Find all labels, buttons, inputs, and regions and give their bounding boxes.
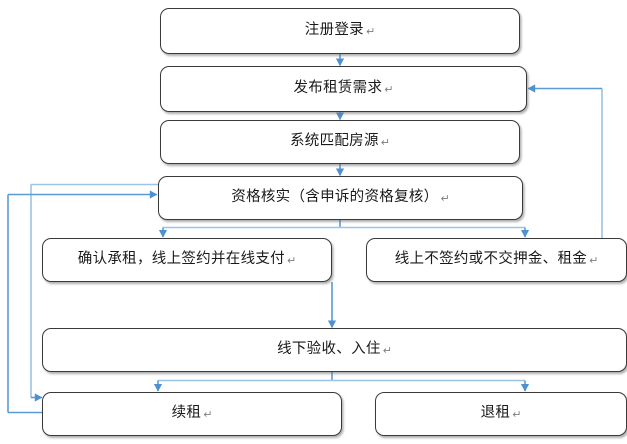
node-label-terminate-lease: 退租 — [480, 405, 511, 422]
node-qualification-check[interactable]: 资格核实（含申诉的资格复核）↵ — [158, 176, 523, 220]
node-no-sign-no-deposit[interactable]: 线上不签约或不交押金、租金↵ — [366, 238, 627, 282]
connector-renew-outer-loop — [7, 190, 158, 414]
node-label-qualification-check: 资格核实（含申诉的资格复核） — [231, 189, 439, 206]
node-renew-lease[interactable]: 续租↵ — [42, 392, 342, 436]
node-system-match[interactable]: 系统匹配房源↵ — [160, 120, 520, 164]
pilcrow-icon: ↵ — [512, 408, 522, 421]
node-label-no-sign-no-deposit: 线上不签约或不交押金、租金 — [394, 251, 588, 268]
pilcrow-icon: ↵ — [384, 83, 394, 96]
node-publish-demand[interactable]: 发布租赁需求↵ — [160, 66, 527, 112]
pilcrow-icon: ↵ — [589, 254, 599, 267]
pilcrow-icon: ↵ — [203, 408, 213, 421]
pilcrow-icon: ↵ — [440, 192, 450, 205]
node-label-offline-inspection: 线下验收、入住 — [277, 341, 381, 358]
node-confirm-rent[interactable]: 确认承租，线上签约并在线支付↵ — [42, 238, 332, 282]
node-label-renew-lease: 续租 — [171, 405, 202, 422]
node-terminate-lease[interactable]: 退租↵ — [375, 392, 627, 436]
node-label-register-login: 注册登录 — [304, 22, 364, 39]
pilcrow-icon: ↵ — [286, 254, 297, 267]
connector-qualification-split — [158, 220, 530, 238]
connector-inspection-split — [153, 372, 530, 392]
node-register-login[interactable]: 注册登录↵ — [160, 8, 520, 54]
node-label-confirm-rent: 确认承租，线上签约并在线支付 — [77, 251, 285, 268]
node-label-publish-demand: 发布租赁需求 — [293, 80, 383, 97]
node-offline-inspection[interactable]: 线下验收、入住↵ — [42, 328, 627, 372]
node-label-system-match: 系统匹配房源 — [289, 133, 379, 150]
pilcrow-icon: ↵ — [365, 25, 376, 38]
pilcrow-icon: ↵ — [380, 136, 391, 149]
pilcrow-icon: ↵ — [382, 344, 392, 357]
